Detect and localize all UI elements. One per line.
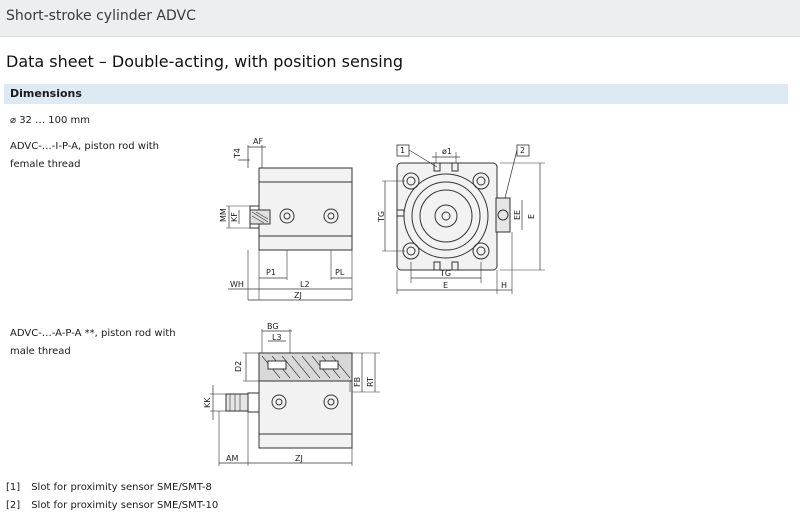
dim-mm: MM (219, 208, 228, 222)
side-view-male-thread (210, 329, 380, 466)
top-bar: Short-stroke cylinder ADVC (0, 0, 800, 37)
diameter-range: ⌀ 32 … 100 mm (10, 115, 91, 126)
dim-l2: L2 (300, 280, 310, 289)
dimension-labels: AF T4 MM KF P1 PL WH L2 ZJ TG TG E H EE … (203, 137, 536, 463)
footnotes: [1] Slot for proximity sensor SME/SMT-8 … (6, 479, 218, 515)
dim-p1: P1 (266, 268, 276, 277)
dim-h: H (501, 281, 507, 290)
dim-tg-vertical: TG (377, 211, 386, 223)
dim-bg: BG (267, 322, 279, 331)
dim-t4: T4 (233, 148, 242, 159)
section-title: Dimensions (10, 87, 82, 100)
dim-kf: KF (230, 212, 239, 222)
footnote-ref: [1] (6, 482, 21, 493)
sheet-title: Data sheet – Double-acting, with positio… (6, 52, 404, 71)
dim-e-vertical: E (527, 214, 536, 219)
callout-1: 1 (400, 146, 405, 155)
footnote-text: Slot for proximity sensor SME/SMT-8 (31, 482, 212, 493)
dim-w1: ø1 (442, 147, 452, 156)
dim-d2: D2 (234, 361, 243, 372)
dim-af: AF (253, 137, 263, 146)
footnote-2: [2] Slot for proximity sensor SME/SMT-10 (6, 497, 218, 515)
dim-am: AM (226, 454, 238, 463)
dim-zj-1: ZJ (294, 291, 302, 300)
dim-rt: RT (366, 377, 375, 387)
footnote-ref: [2] (6, 500, 21, 511)
dim-ee: EE (513, 210, 522, 220)
dim-e-horizontal: E (443, 281, 448, 290)
dim-tg-horizontal: TG (439, 269, 451, 278)
section-header: Dimensions (4, 84, 788, 104)
page-header-title: Short-stroke cylinder ADVC (6, 8, 196, 24)
dim-l3: L3 (272, 333, 282, 342)
side-view-female-thread (226, 145, 353, 301)
dim-wh: WH (230, 280, 244, 289)
dim-kk: KK (203, 397, 212, 408)
footnote-text: Slot for proximity sensor SME/SMT-10 (31, 500, 219, 511)
footnote-1: [1] Slot for proximity sensor SME/SMT-8 (6, 479, 218, 497)
dim-fb: FB (353, 377, 362, 387)
dim-zj-2: ZJ (295, 454, 303, 463)
front-view (382, 144, 545, 294)
dim-pl: PL (335, 268, 345, 277)
variant-label-female-thread: ADVC-…-I-P-A, piston rod with female thr… (10, 141, 160, 170)
variant-label-male-thread: ADVC-…-A-P-A **, piston rod with male th… (10, 328, 176, 357)
callout-2: 2 (520, 146, 525, 155)
